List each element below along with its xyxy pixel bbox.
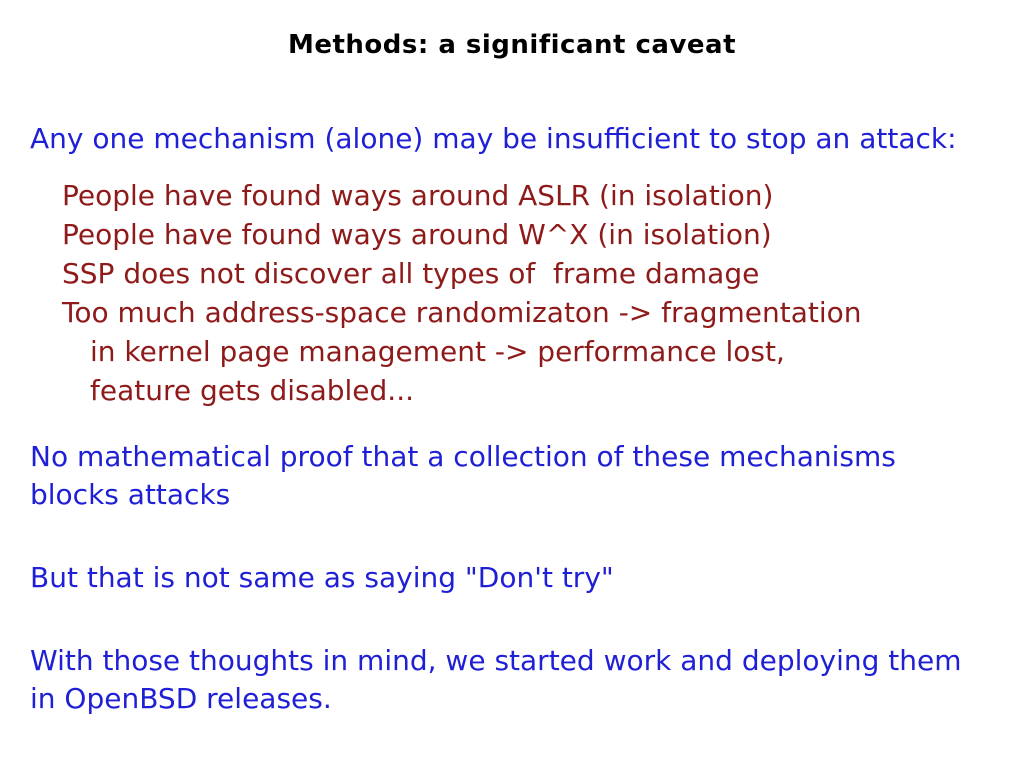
issue-item-aslr: People have found ways around ASLR (in i… xyxy=(62,179,774,212)
issue-item-wx: People have found ways around W^X (in is… xyxy=(62,218,772,251)
issue-item-kernel-page: in kernel page management -> performance… xyxy=(90,335,785,368)
paragraph-no-proof: No mathematical proof that a collection … xyxy=(30,440,896,511)
issue-item-randomization: Too much address-space randomizaton -> f… xyxy=(62,296,862,329)
paragraph-dont-try: But that is not same as saying "Don't tr… xyxy=(30,561,614,594)
issue-item-ssp: SSP does not discover all types of frame… xyxy=(62,257,760,290)
paragraph-openbsd: With those thoughts in mind, we started … xyxy=(30,644,962,715)
slide: Methods: a significant caveat Any one me… xyxy=(0,30,1024,768)
issue-item-feature-disabled: feature gets disabled... xyxy=(90,374,415,407)
slide-title: Methods: a significant caveat xyxy=(287,30,737,60)
issues-list: People have found ways around ASLR (in i… xyxy=(0,176,1024,410)
intro-statement: Any one mechanism (alone) may be insuffi… xyxy=(30,122,957,155)
